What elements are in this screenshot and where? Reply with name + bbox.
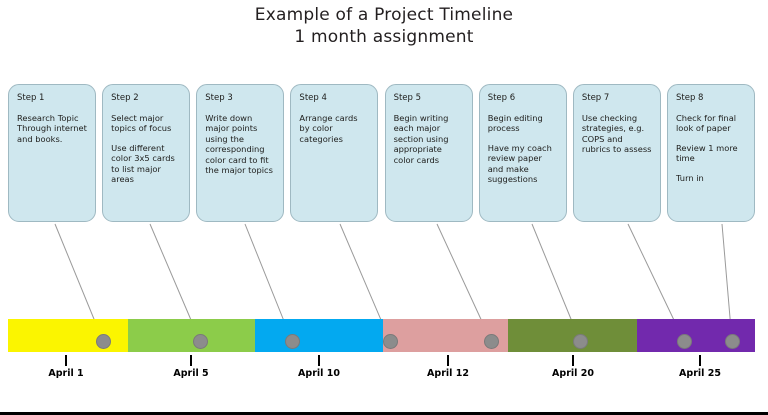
step-paragraph: Use different color 3x5 cards to list ma…	[111, 142, 175, 185]
timeline-dot-step-3[interactable]	[284, 333, 300, 349]
step-paragraph: Use checking strategies, e.g. COPS and r…	[581, 113, 652, 155]
date-label: April 25	[679, 368, 721, 379]
date-tick	[190, 355, 192, 366]
timeline-dot-step-4[interactable]	[382, 333, 398, 349]
step-label: Step 4	[299, 93, 327, 103]
step-paragraph: Check for final look of paper	[676, 113, 737, 134]
segment-olive	[508, 319, 637, 352]
date-label: April 20	[552, 368, 594, 379]
step-paragraph: Have my coach review paper and make sugg…	[487, 142, 552, 185]
step-label: Step 3	[205, 93, 233, 103]
timeline-dot-step-8[interactable]	[724, 333, 740, 349]
date-label: April 12	[427, 368, 469, 379]
step-label: Step 7	[581, 93, 610, 103]
steps-layer: Step 1 Research Topic Through internet an…	[0, 84, 768, 224]
date-tick	[318, 355, 320, 366]
step-box-3[interactable]: Step 3 Write down major points using the …	[196, 84, 285, 222]
step-paragraph: Research Topic Through internet and book…	[17, 113, 87, 144]
timeline-dot-step-6[interactable]	[572, 333, 588, 349]
date-label: April 5	[173, 368, 209, 379]
step-box-1[interactable]: Step 1 Research Topic Through internet an…	[8, 84, 96, 222]
step-paragraph: Begin editing process	[487, 113, 543, 134]
date-tick	[447, 355, 449, 366]
step-label: Step 6	[487, 93, 516, 103]
title-block: Example of a Project Timeline 1 month as…	[0, 4, 768, 48]
step-paragraph: Arrange cards by color categories	[299, 113, 358, 144]
timeline-dot-step-5[interactable]	[483, 333, 499, 349]
date-tick	[699, 355, 701, 366]
timeline-dot-step-1[interactable]	[95, 333, 111, 349]
step-label: Step 1	[17, 93, 45, 103]
date-label: April 1	[48, 368, 84, 379]
timeline-dot-step-2[interactable]	[192, 333, 208, 349]
page-title: Example of a Project Timeline	[254, 5, 514, 25]
step-box-5[interactable]: Step 5 Begin writing each major section u…	[384, 84, 473, 222]
step-paragraph: Review 1 more time	[676, 142, 738, 164]
step-box-4[interactable]: Step 4 Arrange cards by color categories	[290, 84, 379, 222]
step-paragraph: Begin writing each major section using a…	[393, 113, 449, 165]
page-subtitle: 1 month assignment	[294, 27, 474, 47]
step-paragraph: Write down major points using the corres…	[205, 113, 273, 176]
step-label: Step 8	[676, 93, 704, 103]
date-label: April 10	[298, 368, 340, 379]
segment-green	[128, 319, 255, 352]
step-paragraph: Select major topics of focus	[111, 113, 172, 134]
step-paragraph: Turn in	[676, 172, 704, 183]
date-tick	[65, 355, 67, 366]
date-tick	[572, 355, 574, 366]
timeline-dot-step-7[interactable]	[676, 333, 692, 349]
step-box-7[interactable]: Step 7 Use checking strategies, e.g. COPS…	[572, 84, 661, 222]
step-label: Step 5	[393, 93, 422, 103]
step-label: Step 2	[111, 93, 139, 103]
segment-blue	[255, 319, 383, 352]
